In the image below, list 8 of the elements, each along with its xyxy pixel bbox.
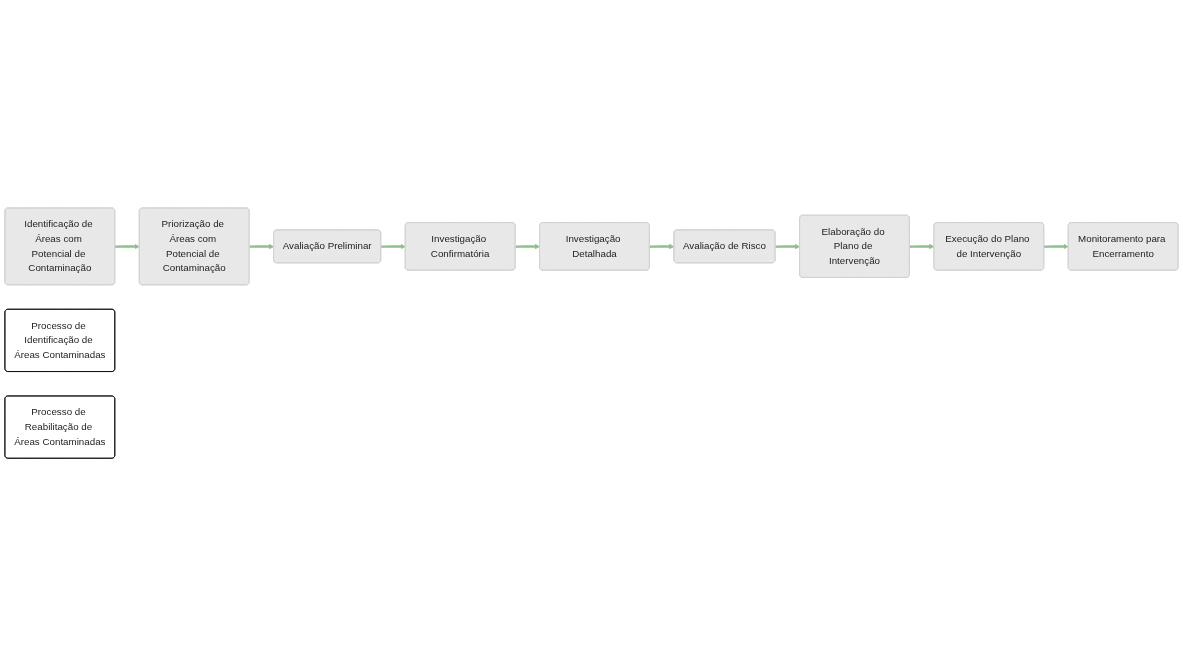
arrow xyxy=(381,243,406,250)
arrow xyxy=(1044,243,1069,250)
arrow xyxy=(775,243,801,250)
arrow xyxy=(649,243,675,250)
arrow xyxy=(115,243,140,250)
arrow xyxy=(249,243,275,250)
arrow xyxy=(515,243,541,250)
arrow xyxy=(909,243,935,250)
